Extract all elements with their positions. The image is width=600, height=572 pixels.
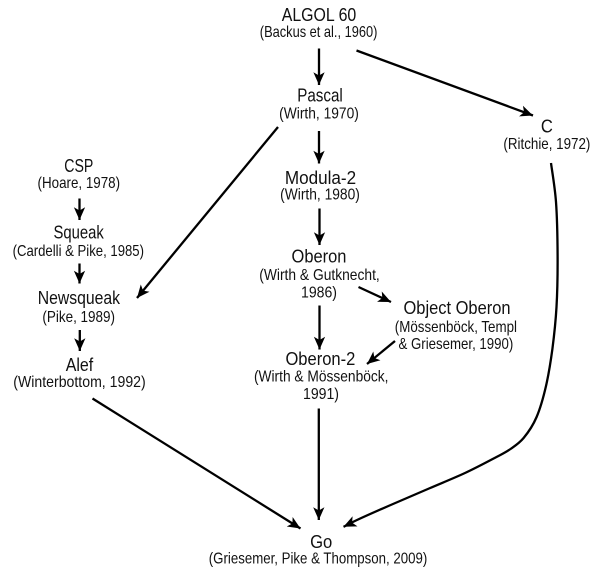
svg-text:1986): 1986) <box>301 285 337 302</box>
svg-text:(Mössenböck, Templ: (Mössenböck, Templ <box>395 319 517 336</box>
svg-text:& Griesemer, 1990): & Griesemer, 1990) <box>399 336 514 353</box>
svg-text:1991): 1991) <box>303 386 339 403</box>
svg-text:(Wirth, 1970): (Wirth, 1970) <box>279 105 359 122</box>
svg-text:Newsqueak: Newsqueak <box>38 288 121 308</box>
svg-text:(Winterbottom, 1992): (Winterbottom, 1992) <box>13 374 145 391</box>
svg-text:(Griesemer, Pike & Thompson, 2: (Griesemer, Pike & Thompson, 2009) <box>209 551 428 568</box>
svg-text:(Wirth & Gutknecht,: (Wirth & Gutknecht, <box>259 267 380 284</box>
svg-text:ALGOL 60: ALGOL 60 <box>282 5 357 25</box>
svg-text:(Pike, 1989): (Pike, 1989) <box>42 309 115 326</box>
svg-text:CSP: CSP <box>64 156 93 176</box>
svg-text:Pascal: Pascal <box>297 86 343 106</box>
svg-text:Oberon-2: Oberon-2 <box>285 349 355 369</box>
svg-text:Modula-2: Modula-2 <box>285 168 356 188</box>
svg-text:Oberon: Oberon <box>292 247 347 267</box>
svg-text:(Hoare, 1978): (Hoare, 1978) <box>38 175 121 192</box>
svg-text:(Ritchie, 1972): (Ritchie, 1972) <box>503 136 590 153</box>
svg-text:Object Oberon: Object Oberon <box>404 298 511 318</box>
svg-text:(Backus et al., 1960): (Backus et al., 1960) <box>260 24 378 41</box>
svg-text:Go: Go <box>310 532 332 552</box>
svg-text:(Wirth, 1980): (Wirth, 1980) <box>280 187 360 204</box>
svg-text:(Wirth & Mössenböck,: (Wirth & Mössenböck, <box>254 369 389 386</box>
svg-text:(Cardelli & Pike, 1985): (Cardelli & Pike, 1985) <box>13 243 144 260</box>
svg-text:Squeak: Squeak <box>53 223 104 243</box>
svg-text:C: C <box>541 117 553 137</box>
svg-text:Alef: Alef <box>66 355 94 375</box>
